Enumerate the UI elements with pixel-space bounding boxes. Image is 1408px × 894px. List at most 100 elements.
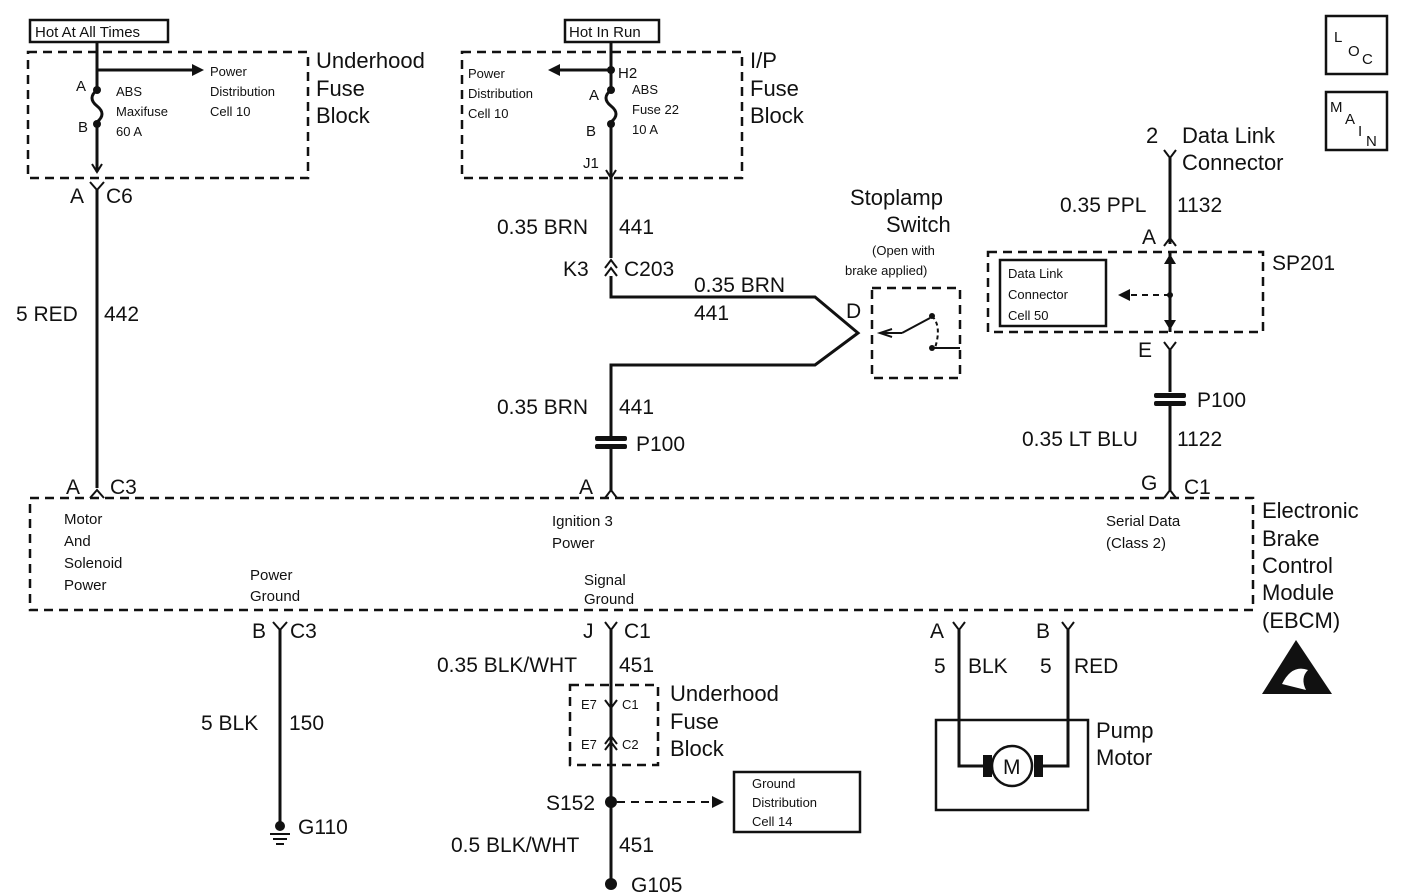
conn-a-dlc: A bbox=[1142, 226, 1156, 249]
ebcm-conn-c3-ground: C3 bbox=[290, 620, 317, 643]
conn-d: D bbox=[846, 300, 861, 323]
wire-blkwht-451-bot-gauge: 0.5 BLK/WHT bbox=[451, 834, 580, 857]
fuse-icon bbox=[90, 88, 104, 124]
stoplamp-note-1: (Open with bbox=[872, 243, 935, 258]
ip-fuse-block-title-1: I/P bbox=[750, 48, 777, 73]
pump-wire-a-color: BLK bbox=[968, 655, 1008, 678]
motor-power-1: Motor bbox=[64, 511, 102, 528]
p100-left-icon bbox=[595, 436, 627, 449]
abs-maxifuse-1: ABS bbox=[116, 84, 142, 99]
underhood-fuse-block-title-1: Underhood bbox=[316, 48, 425, 73]
motor-power-3: Solenoid bbox=[64, 555, 122, 572]
underhood-fuse-block-outline bbox=[26, 50, 310, 180]
signal-ground-1: Signal bbox=[584, 572, 626, 589]
power-ground-2: Ground bbox=[250, 588, 300, 605]
wire-blkwht-451-bot-circuit: 451 bbox=[619, 834, 654, 857]
ebcm-conn-c1-serial: C1 bbox=[1184, 476, 1211, 499]
sp201-outline bbox=[986, 250, 1265, 334]
stoplamp-switch-icon bbox=[876, 313, 960, 351]
svg-text:A: A bbox=[1345, 111, 1355, 128]
conn-a-c6-pin: A bbox=[70, 185, 84, 208]
svg-text:M: M bbox=[1330, 99, 1343, 116]
main-button[interactable]: M A I N bbox=[1324, 90, 1389, 152]
ground-g105-icon bbox=[605, 878, 617, 890]
svg-text:C: C bbox=[1362, 51, 1373, 68]
wire-ppl-1132-circuit: 1132 bbox=[1177, 194, 1222, 217]
pump-wire-b-gauge: 5 bbox=[1040, 655, 1052, 678]
conn-p100-left: P100 bbox=[636, 433, 685, 456]
pump-wire-b-color: RED bbox=[1074, 655, 1118, 678]
svg-text:I: I bbox=[1358, 123, 1362, 140]
wire-ltblu-1122-gauge: 0.35 LT BLU bbox=[1022, 428, 1138, 451]
dlc-title-1: Data Link bbox=[1182, 123, 1276, 148]
wire-brn-441-mid bbox=[609, 276, 861, 438]
conn-k3: K3 bbox=[563, 258, 589, 281]
fuse-pin-a: A bbox=[76, 78, 86, 95]
wire-red-442-circuit: 442 bbox=[104, 303, 139, 326]
ebcm-title-4: Module bbox=[1262, 580, 1334, 605]
dlc-pin-2: 2 bbox=[1146, 123, 1158, 148]
svg-text:Hot In Run: Hot In Run bbox=[569, 24, 641, 41]
ebcm-title-3: Control bbox=[1262, 553, 1333, 578]
svg-text:O: O bbox=[1348, 43, 1360, 60]
abs-maxifuse-2: Maxifuse bbox=[116, 104, 168, 119]
underhood-fuse-block-2-title-1: Underhood bbox=[670, 681, 779, 706]
ebcm-title-5: (EBCM) bbox=[1262, 608, 1340, 633]
stoplamp-title-1: Stoplamp bbox=[850, 185, 943, 210]
conn-c203: C203 bbox=[624, 258, 674, 281]
ground-g105: G105 bbox=[631, 874, 682, 894]
hot-at-all-times-label: Hot At All Times bbox=[28, 18, 170, 44]
power-dist-3: Cell 10 bbox=[210, 104, 250, 119]
conn-e-dlc: E bbox=[1138, 339, 1152, 362]
ebcm-title-1: Electronic bbox=[1262, 498, 1359, 523]
ip-fuse-block-outline bbox=[460, 50, 744, 180]
wire-brn-441-top-circuit: 441 bbox=[619, 216, 654, 239]
stoplamp-note-2: brake applied) bbox=[845, 263, 927, 278]
underhood-fuse-block-2-title-2: Fuse bbox=[670, 709, 719, 734]
wire-ppl-1132-gauge: 0.35 PPL bbox=[1060, 194, 1146, 217]
p100-right-icon bbox=[1154, 393, 1186, 406]
arrow-icon bbox=[712, 796, 724, 808]
splice-s152-icon bbox=[605, 796, 617, 808]
ground-distribution-cell-14-box: Ground Distribution Cell 14 bbox=[732, 770, 862, 834]
wire-brn-441-mid-gauge: 0.35 BRN bbox=[694, 274, 785, 297]
underhood-fuse-block-title-3: Block bbox=[316, 103, 371, 128]
ip-fuse-block-title-3: Block bbox=[750, 103, 805, 128]
wire-brn-441-top-gauge: 0.35 BRN bbox=[497, 216, 588, 239]
wire-brn-441-low-circuit: 441 bbox=[619, 396, 654, 419]
svg-text:Distribution: Distribution bbox=[752, 795, 817, 810]
dlc-cell-50-box: Data Link Connector Cell 50 bbox=[998, 258, 1108, 328]
motor-power-4: Power bbox=[64, 577, 107, 594]
ip-fuse-block-title-2: Fuse bbox=[750, 76, 799, 101]
loc-button[interactable]: L O C bbox=[1324, 14, 1389, 76]
arrow-icon bbox=[192, 64, 204, 76]
svg-text:Cell 50: Cell 50 bbox=[1008, 308, 1048, 323]
power-dist-1: Power bbox=[210, 64, 248, 79]
stoplamp-title-2: Switch bbox=[886, 212, 951, 237]
svg-text:Ground: Ground bbox=[752, 776, 795, 791]
e7-c1-conn: C1 bbox=[622, 697, 639, 712]
svg-text:Hot At All Times: Hot At All Times bbox=[35, 24, 140, 41]
splice-sp201: SP201 bbox=[1272, 252, 1335, 275]
ebcm-conn-c3-motor: C3 bbox=[110, 476, 137, 499]
ground-g110: G110 bbox=[298, 816, 348, 839]
abs-fuse22-3: 10 A bbox=[632, 122, 658, 137]
pump-motor-title-1: Pump bbox=[1096, 718, 1153, 743]
ebcm-pin-j: J bbox=[583, 620, 594, 643]
ebcm-conn-c1-ground: C1 bbox=[624, 620, 651, 643]
ip-pin-j1: J1 bbox=[583, 155, 599, 172]
ignition-3-1: Ignition 3 bbox=[552, 513, 613, 530]
wire-red-442-gauge: 5 RED bbox=[16, 303, 78, 326]
serial-data-1: Serial Data bbox=[1106, 513, 1181, 530]
dlc-title-2: Connector bbox=[1182, 150, 1284, 175]
fuse-pin-b: B bbox=[78, 119, 88, 136]
arrow-icon bbox=[1118, 289, 1130, 301]
wire-blkwht-451-top-gauge: 0.35 BLK/WHT bbox=[437, 654, 577, 677]
esd-warning-icon bbox=[1262, 640, 1332, 694]
power-ground-1: Power bbox=[250, 567, 293, 584]
e7-c1-pin: E7 bbox=[581, 697, 597, 712]
abs-maxifuse-3: 60 A bbox=[116, 124, 142, 139]
conn-p100-right: P100 bbox=[1197, 389, 1246, 412]
wire-brn-441-mid-circuit: 441 bbox=[694, 302, 729, 325]
serial-data-2: (Class 2) bbox=[1106, 535, 1166, 552]
